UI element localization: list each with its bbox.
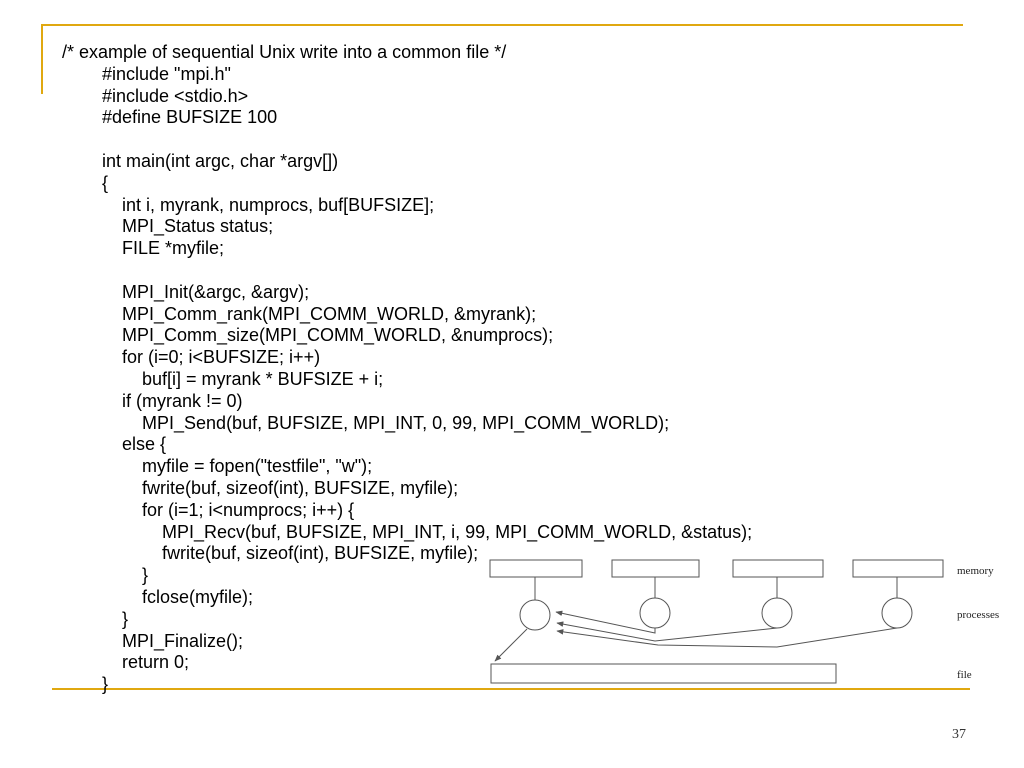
- code-line: MPI_Init(&argc, &argv);: [62, 281, 310, 302]
- top-accent-rule: [41, 24, 963, 26]
- code-line: int main(int argc, char *argv[]): [62, 150, 339, 171]
- process-circle-3: [881, 597, 913, 629]
- process-circle-2: [761, 597, 793, 629]
- process-circle-1: [639, 597, 671, 629]
- code-line: fclose(myfile);: [62, 586, 254, 607]
- memory-box-0: [489, 559, 583, 578]
- message-arrow-2: [556, 621, 778, 642]
- memory-label: memory: [957, 565, 994, 577]
- code-line: MPI_Status status;: [62, 216, 274, 237]
- memory-box-1: [611, 559, 700, 578]
- code-line: MPI_Send(buf, BUFSIZE, MPI_INT, 0, 99, M…: [62, 412, 670, 433]
- process-circle-0: [519, 599, 551, 631]
- code-line: }: [62, 674, 109, 695]
- processes-label: processes: [957, 609, 999, 621]
- code-line: MPI_Finalize();: [62, 630, 244, 651]
- message-arrow-3: [556, 627, 898, 648]
- code-line: fwrite(buf, sizeof(int), BUFSIZE, myfile…: [62, 543, 479, 564]
- code-line: MPI_Comm_rank(MPI_COMM_WORLD, &myrank);: [62, 303, 537, 324]
- code-line: int i, myrank, numprocs, buf[BUFSIZE];: [62, 194, 435, 215]
- code-line: fwrite(buf, sizeof(int), BUFSIZE, myfile…: [62, 477, 459, 498]
- bottom-accent-rule: [52, 688, 970, 690]
- code-line: #define BUFSIZE 100: [62, 107, 278, 128]
- memory-box-3: [852, 559, 944, 578]
- code-line: return 0;: [62, 652, 190, 673]
- write-arrow: [494, 628, 528, 662]
- code-line: if (myrank != 0): [62, 390, 243, 411]
- memory-box-2: [732, 559, 824, 578]
- code-line: /* example of sequential Unix write into…: [62, 42, 507, 62]
- message-arrow-1: [555, 610, 656, 634]
- code-line: buf[i] = myrank * BUFSIZE + i;: [62, 368, 384, 389]
- code-line: MPI_Comm_size(MPI_COMM_WORLD, &numprocs)…: [62, 325, 554, 346]
- code-line: [62, 260, 752, 282]
- code-line: else {: [62, 434, 167, 455]
- file-box: [490, 663, 837, 684]
- code-line: }: [62, 565, 149, 586]
- code-line: myfile = fopen("testfile", "w");: [62, 456, 373, 477]
- code-line: {: [62, 172, 109, 193]
- file-label: file: [957, 669, 972, 681]
- code-line: #include "mpi.h": [62, 63, 231, 84]
- process-file-diagram: memory processes file: [489, 559, 999, 684]
- code-line: for (i=0; i<BUFSIZE; i++): [62, 347, 321, 368]
- code-line: }: [62, 608, 129, 629]
- left-accent-rule: [41, 24, 43, 94]
- code-line: MPI_Recv(buf, BUFSIZE, MPI_INT, i, 99, M…: [62, 521, 753, 542]
- page-number: 37: [952, 727, 966, 742]
- code-line: FILE *myfile;: [62, 238, 225, 259]
- code-block: /* example of sequential Unix write into…: [62, 42, 752, 696]
- code-line: [62, 129, 752, 151]
- code-line: #include <stdio.h>: [62, 85, 249, 106]
- code-line: for (i=1; i<numprocs; i++) {: [62, 499, 355, 520]
